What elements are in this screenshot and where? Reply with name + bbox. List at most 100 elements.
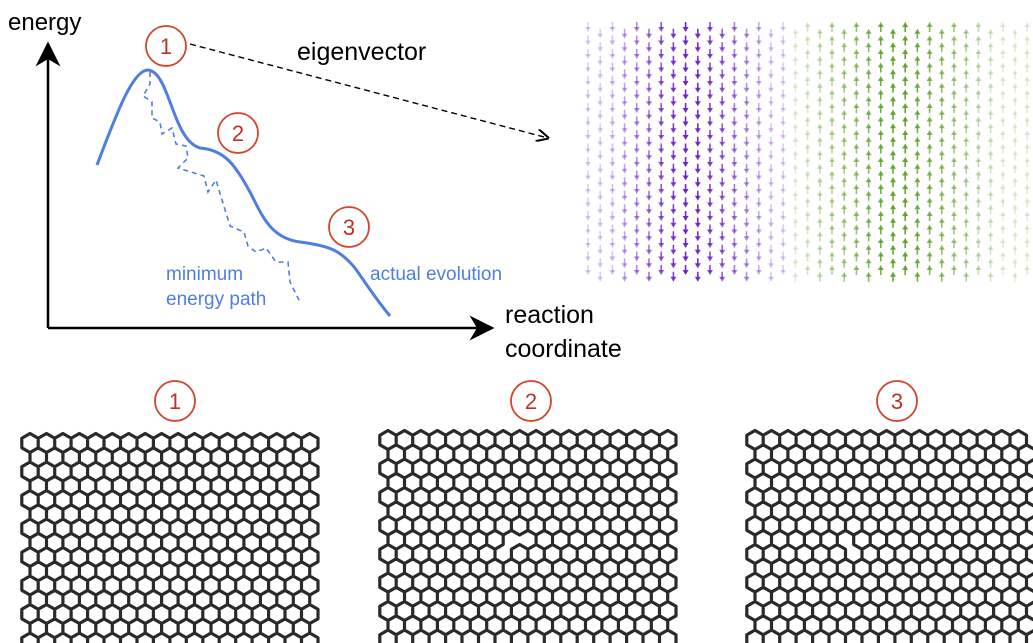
spin-down-arrowhead (682, 256, 689, 262)
graphene-lattice-3 (745, 428, 1033, 643)
spin-down-arrowhead (743, 47, 750, 53)
spin-up-arrowhead (816, 258, 823, 264)
spin-up-arrowhead (890, 96, 896, 102)
spin-down-arrowhead (633, 243, 640, 248)
spin-up-arrowhead (1012, 217, 1018, 223)
spin-down-arrowhead (682, 202, 689, 208)
spin-down-arrowhead (633, 175, 640, 181)
spin-down-arrowhead (670, 195, 677, 201)
spin-down-arrowhead (585, 54, 591, 59)
spin-up-arrowhead (841, 163, 848, 169)
spin-up-arrowhead (804, 224, 811, 230)
spin-up-arrowhead (816, 123, 823, 129)
spin-down-arrowhead (597, 209, 604, 215)
spin-up-arrowhead (890, 82, 896, 88)
spin-up-arrowhead (1012, 258, 1018, 264)
spin-down-arrowhead (755, 162, 762, 167)
spin-up-arrowhead (975, 170, 982, 176)
spin-up-arrowhead (841, 258, 848, 264)
spin-up-arrowhead (902, 116, 909, 122)
spin-down-arrowhead (694, 168, 701, 174)
spin-up-arrowhead (1024, 76, 1031, 81)
spin-down-arrowhead (755, 175, 762, 181)
spin-down-arrowhead (682, 243, 689, 248)
spin-down-arrowhead (719, 276, 726, 282)
spin-down-arrowhead (768, 182, 774, 188)
spin-up-arrowhead (841, 136, 848, 142)
spin-up-arrowhead (1024, 35, 1031, 41)
spin-down-arrowhead (646, 182, 652, 188)
spin-down-arrowhead (768, 263, 774, 269)
spin-up-arrowhead (816, 163, 823, 169)
spin-up-arrowhead (926, 22, 933, 27)
spin-down-arrowhead (658, 243, 665, 248)
spin-down-arrowhead (633, 121, 640, 127)
spin-up-arrowhead (914, 42, 921, 48)
spin-down-arrowhead (646, 276, 652, 282)
spin-down-arrowhead (597, 33, 604, 39)
spin-down-arrowhead (670, 74, 677, 80)
spin-down-arrowhead (743, 87, 750, 93)
spin-up-arrowhead (999, 211, 1006, 216)
spin-up-arrowhead (1024, 170, 1031, 176)
spin-down-arrowhead (682, 108, 689, 113)
spin-up-arrowhead (999, 35, 1006, 41)
spin-up-arrowhead (987, 123, 994, 129)
spin-up-arrowhead (865, 204, 872, 210)
spin-up-arrowhead (1024, 22, 1031, 27)
spin-up-arrowhead (792, 177, 799, 183)
spin-up-arrowhead (975, 76, 982, 81)
spin-up-arrowhead (987, 217, 994, 223)
spin-up-arrowhead (1012, 190, 1018, 196)
spin-up-arrowhead (841, 69, 848, 75)
spin-up-arrowhead (975, 103, 982, 108)
marker-3-label: 3 (343, 215, 355, 240)
spin-up-arrowhead (804, 170, 811, 176)
spin-up-arrowhead (792, 69, 799, 75)
spin-up-arrowhead (804, 238, 811, 243)
spin-up-arrowhead (877, 184, 884, 189)
spin-up-arrowhead (804, 184, 811, 189)
spin-up-arrowhead (877, 211, 884, 216)
spin-down-arrowhead (694, 195, 701, 201)
spin-up-arrowhead (999, 49, 1006, 54)
spin-down-arrowhead (597, 168, 604, 174)
spin-down-arrowhead (731, 243, 738, 248)
spin-down-arrowhead (768, 60, 774, 66)
spin-up-arrowhead (902, 184, 909, 189)
spin-up-arrowhead (792, 244, 799, 250)
spin-up-arrowhead (829, 251, 835, 257)
spin-down-arrowhead (609, 162, 616, 167)
spin-up-arrowhead (987, 42, 994, 48)
spin-up-arrowhead (963, 231, 970, 237)
spin-down-arrowhead (682, 175, 689, 181)
spin-up-arrowhead (853, 251, 860, 257)
spin-up-arrowhead (926, 35, 933, 41)
spin-up-arrowhead (926, 265, 933, 270)
spin-down-arrowhead (731, 40, 738, 46)
spin-up-arrowhead (938, 271, 945, 277)
spin-up-arrowhead (914, 244, 921, 250)
spin-up-arrowhead (963, 123, 970, 129)
spin-down-arrowhead (731, 270, 738, 275)
spin-up-arrowhead (963, 109, 970, 115)
spin-up-arrowhead (926, 89, 933, 95)
spin-up-arrowhead (999, 130, 1006, 135)
spin-up-arrowhead (975, 130, 982, 135)
spin-down-arrowhead (646, 155, 652, 161)
spin-up-arrowhead (914, 123, 921, 129)
spin-down-arrowhead (609, 202, 616, 208)
spin-up-arrowhead (1024, 211, 1031, 216)
spin-down-arrowhead (609, 94, 616, 100)
spin-up-arrowhead (938, 109, 945, 115)
spin-up-arrowhead (999, 116, 1006, 122)
spin-up-arrowhead (865, 55, 872, 61)
spin-down-arrowhead (609, 54, 616, 59)
spin-up-arrowhead (890, 177, 896, 183)
spin-up-arrowhead (987, 258, 994, 264)
spin-up-arrowhead (963, 150, 970, 156)
spin-up-arrowhead (816, 96, 823, 102)
spin-down-arrowhead (731, 256, 738, 262)
spin-up-arrowhead (829, 211, 835, 216)
spin-down-arrowhead (719, 47, 726, 53)
